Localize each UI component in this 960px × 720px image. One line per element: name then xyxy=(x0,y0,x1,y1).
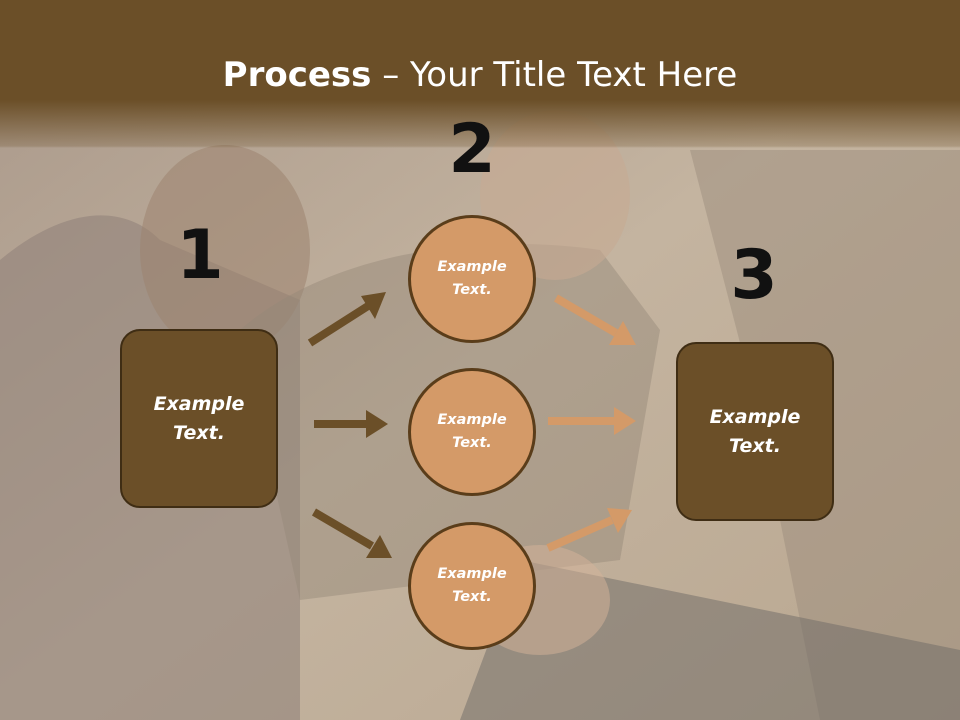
circle-top-label: Example Text. xyxy=(437,259,507,298)
right-box-label: Example Text. xyxy=(709,405,801,457)
arrow-middle-to-right xyxy=(548,407,636,435)
arrow-left-to-top xyxy=(307,292,386,347)
title-bold: Process xyxy=(222,55,372,95)
left-box: Example Text. xyxy=(120,329,278,508)
circle-bottom: Example Text. xyxy=(408,522,536,650)
title-dash: – xyxy=(371,55,411,95)
arrow-top-to-right xyxy=(553,294,636,345)
circle-top: Example Text. xyxy=(408,215,536,343)
circle-middle: Example Text. xyxy=(408,368,536,496)
arrow-left-to-middle xyxy=(314,410,388,438)
step-number-2: 2 xyxy=(448,110,496,189)
circle-bottom-label: Example Text. xyxy=(437,566,507,605)
title-rest: Your Title Text Here xyxy=(410,55,738,95)
title-bar xyxy=(0,0,960,148)
circle-middle-label: Example Text. xyxy=(437,412,507,451)
left-box-label: Example Text. xyxy=(153,392,245,444)
step-number-1: 1 xyxy=(176,216,224,295)
arrow-left-to-bottom xyxy=(311,508,392,558)
arrow-bottom-to-right xyxy=(546,508,632,552)
page-title: Process – Your Title Text Here xyxy=(0,52,960,98)
step-number-3: 3 xyxy=(730,236,778,315)
right-box: Example Text. xyxy=(676,342,834,521)
